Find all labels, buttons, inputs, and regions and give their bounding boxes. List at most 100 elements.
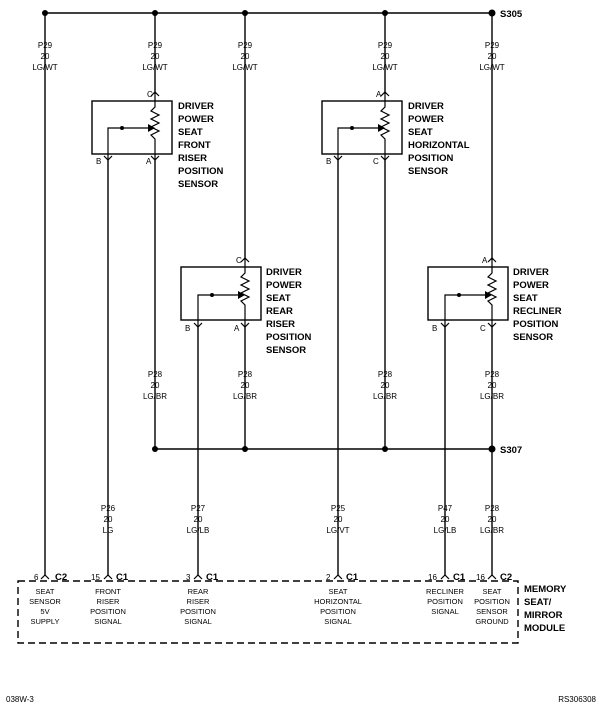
svg-text:LG/LB: LG/LB — [187, 526, 210, 535]
svg-text:SIGNAL: SIGNAL — [184, 617, 212, 626]
svg-text:20: 20 — [488, 515, 497, 524]
svg-text:POSITION: POSITION — [266, 332, 312, 343]
svg-text:POSITION: POSITION — [90, 607, 126, 616]
svg-text:DRIVER: DRIVER — [513, 267, 549, 278]
svg-text:POWER: POWER — [178, 114, 214, 125]
svg-text:C1: C1 — [116, 572, 129, 583]
svg-text:P26: P26 — [101, 504, 116, 513]
svg-text:SENSOR: SENSOR — [476, 607, 508, 616]
svg-text:C2: C2 — [500, 572, 512, 583]
svg-text:20: 20 — [381, 381, 390, 390]
svg-text:SEAT/: SEAT/ — [524, 597, 552, 608]
svg-text:C1: C1 — [346, 572, 359, 583]
svg-text:RISER: RISER — [97, 597, 121, 606]
svg-text:POWER: POWER — [513, 280, 549, 291]
svg-text:A: A — [376, 90, 382, 99]
svg-text:C1: C1 — [206, 572, 219, 583]
svg-text:RISER: RISER — [266, 319, 295, 330]
svg-text:5V: 5V — [40, 607, 49, 616]
svg-text:3: 3 — [186, 573, 191, 582]
footer-left-code: 038W-3 — [6, 695, 34, 704]
svg-text:RECLINER: RECLINER — [513, 306, 562, 317]
svg-text:P29: P29 — [148, 41, 163, 50]
svg-text:MODULE: MODULE — [524, 623, 565, 634]
svg-text:20: 20 — [441, 515, 450, 524]
svg-text:DRIVER: DRIVER — [408, 101, 444, 112]
svg-text:LG/WT: LG/WT — [232, 63, 257, 72]
svg-text:POSITION: POSITION — [427, 597, 463, 606]
svg-text:15: 15 — [91, 573, 100, 582]
svg-text:LG/LB: LG/LB — [434, 526, 457, 535]
svg-text:C1: C1 — [453, 572, 466, 583]
svg-text:LG/WT: LG/WT — [479, 63, 504, 72]
svg-text:POSITION: POSITION — [180, 607, 216, 616]
svg-text:P28: P28 — [148, 370, 163, 379]
module-name: MEMORY SEAT/ MIRROR MODULE — [524, 584, 567, 634]
svg-text:A: A — [234, 324, 240, 333]
svg-text:RECLINER: RECLINER — [426, 587, 465, 596]
svg-text:LG/VT: LG/VT — [326, 526, 349, 535]
svg-text:B: B — [432, 324, 437, 333]
svg-text:HORIZONTAL: HORIZONTAL — [408, 140, 470, 151]
svg-text:P28: P28 — [378, 370, 393, 379]
svg-text:A: A — [482, 256, 488, 265]
svg-text:20: 20 — [241, 52, 250, 61]
svg-text:C: C — [147, 90, 153, 99]
svg-text:SENSOR: SENSOR — [29, 597, 61, 606]
svg-text:B: B — [326, 157, 331, 166]
svg-text:20: 20 — [381, 52, 390, 61]
svg-text:2: 2 — [326, 573, 331, 582]
svg-text:SEAT: SEAT — [328, 587, 347, 596]
svg-text:20: 20 — [334, 515, 343, 524]
svg-text:P27: P27 — [191, 504, 206, 513]
splice-s307-label: S307 — [500, 445, 522, 456]
svg-text:LG/BR: LG/BR — [233, 392, 257, 401]
svg-text:REAR: REAR — [266, 306, 293, 317]
svg-text:SEAT: SEAT — [408, 127, 433, 138]
svg-text:P29: P29 — [378, 41, 393, 50]
svg-text:C: C — [373, 157, 379, 166]
svg-text:FRONT: FRONT — [178, 140, 211, 151]
svg-text:POSITION: POSITION — [513, 319, 559, 330]
svg-text:POWER: POWER — [408, 114, 444, 125]
front-riser-sensor: C B A DRIVER POWER SEAT FRONT RISER POSI… — [91, 90, 224, 190]
svg-text:SENSOR: SENSOR — [408, 166, 448, 177]
memory-module-box — [17, 580, 519, 644]
svg-text:C: C — [236, 256, 242, 265]
svg-text:SEAT: SEAT — [35, 587, 54, 596]
svg-text:B: B — [185, 324, 190, 333]
svg-text:C2: C2 — [55, 572, 67, 583]
svg-text:DRIVER: DRIVER — [266, 267, 302, 278]
svg-text:RISER: RISER — [187, 597, 211, 606]
recliner-sensor: A B C DRIVER POWER SEAT RECLINER POSITIO… — [427, 256, 562, 343]
horizontal-sensor: A B C DRIVER POWER SEAT HORIZONTAL POSIT… — [321, 90, 470, 177]
svg-text:P25: P25 — [331, 504, 346, 513]
svg-text:16: 16 — [476, 573, 485, 582]
svg-text:POSITION: POSITION — [408, 153, 454, 164]
svg-text:LG/BR: LG/BR — [480, 392, 504, 401]
svg-text:DRIVER: DRIVER — [178, 101, 214, 112]
svg-text:SEAT: SEAT — [513, 293, 538, 304]
svg-text:20: 20 — [488, 381, 497, 390]
svg-text:6: 6 — [34, 573, 39, 582]
svg-text:POWER: POWER — [266, 280, 302, 291]
svg-text:POSITION: POSITION — [320, 607, 356, 616]
svg-text:LG: LG — [103, 526, 114, 535]
svg-text:B: B — [96, 157, 101, 166]
svg-text:MIRROR: MIRROR — [524, 610, 563, 621]
svg-text:REAR: REAR — [188, 587, 209, 596]
svg-text:LG/WT: LG/WT — [32, 63, 57, 72]
footer-right-code: RS306308 — [558, 695, 596, 704]
connector-chevrons — [40, 91, 497, 580]
svg-text:SENSOR: SENSOR — [266, 345, 306, 356]
svg-text:SIGNAL: SIGNAL — [431, 607, 459, 616]
svg-text:A: A — [146, 157, 152, 166]
svg-text:SEAT: SEAT — [482, 587, 501, 596]
svg-text:POSITION: POSITION — [178, 166, 224, 177]
